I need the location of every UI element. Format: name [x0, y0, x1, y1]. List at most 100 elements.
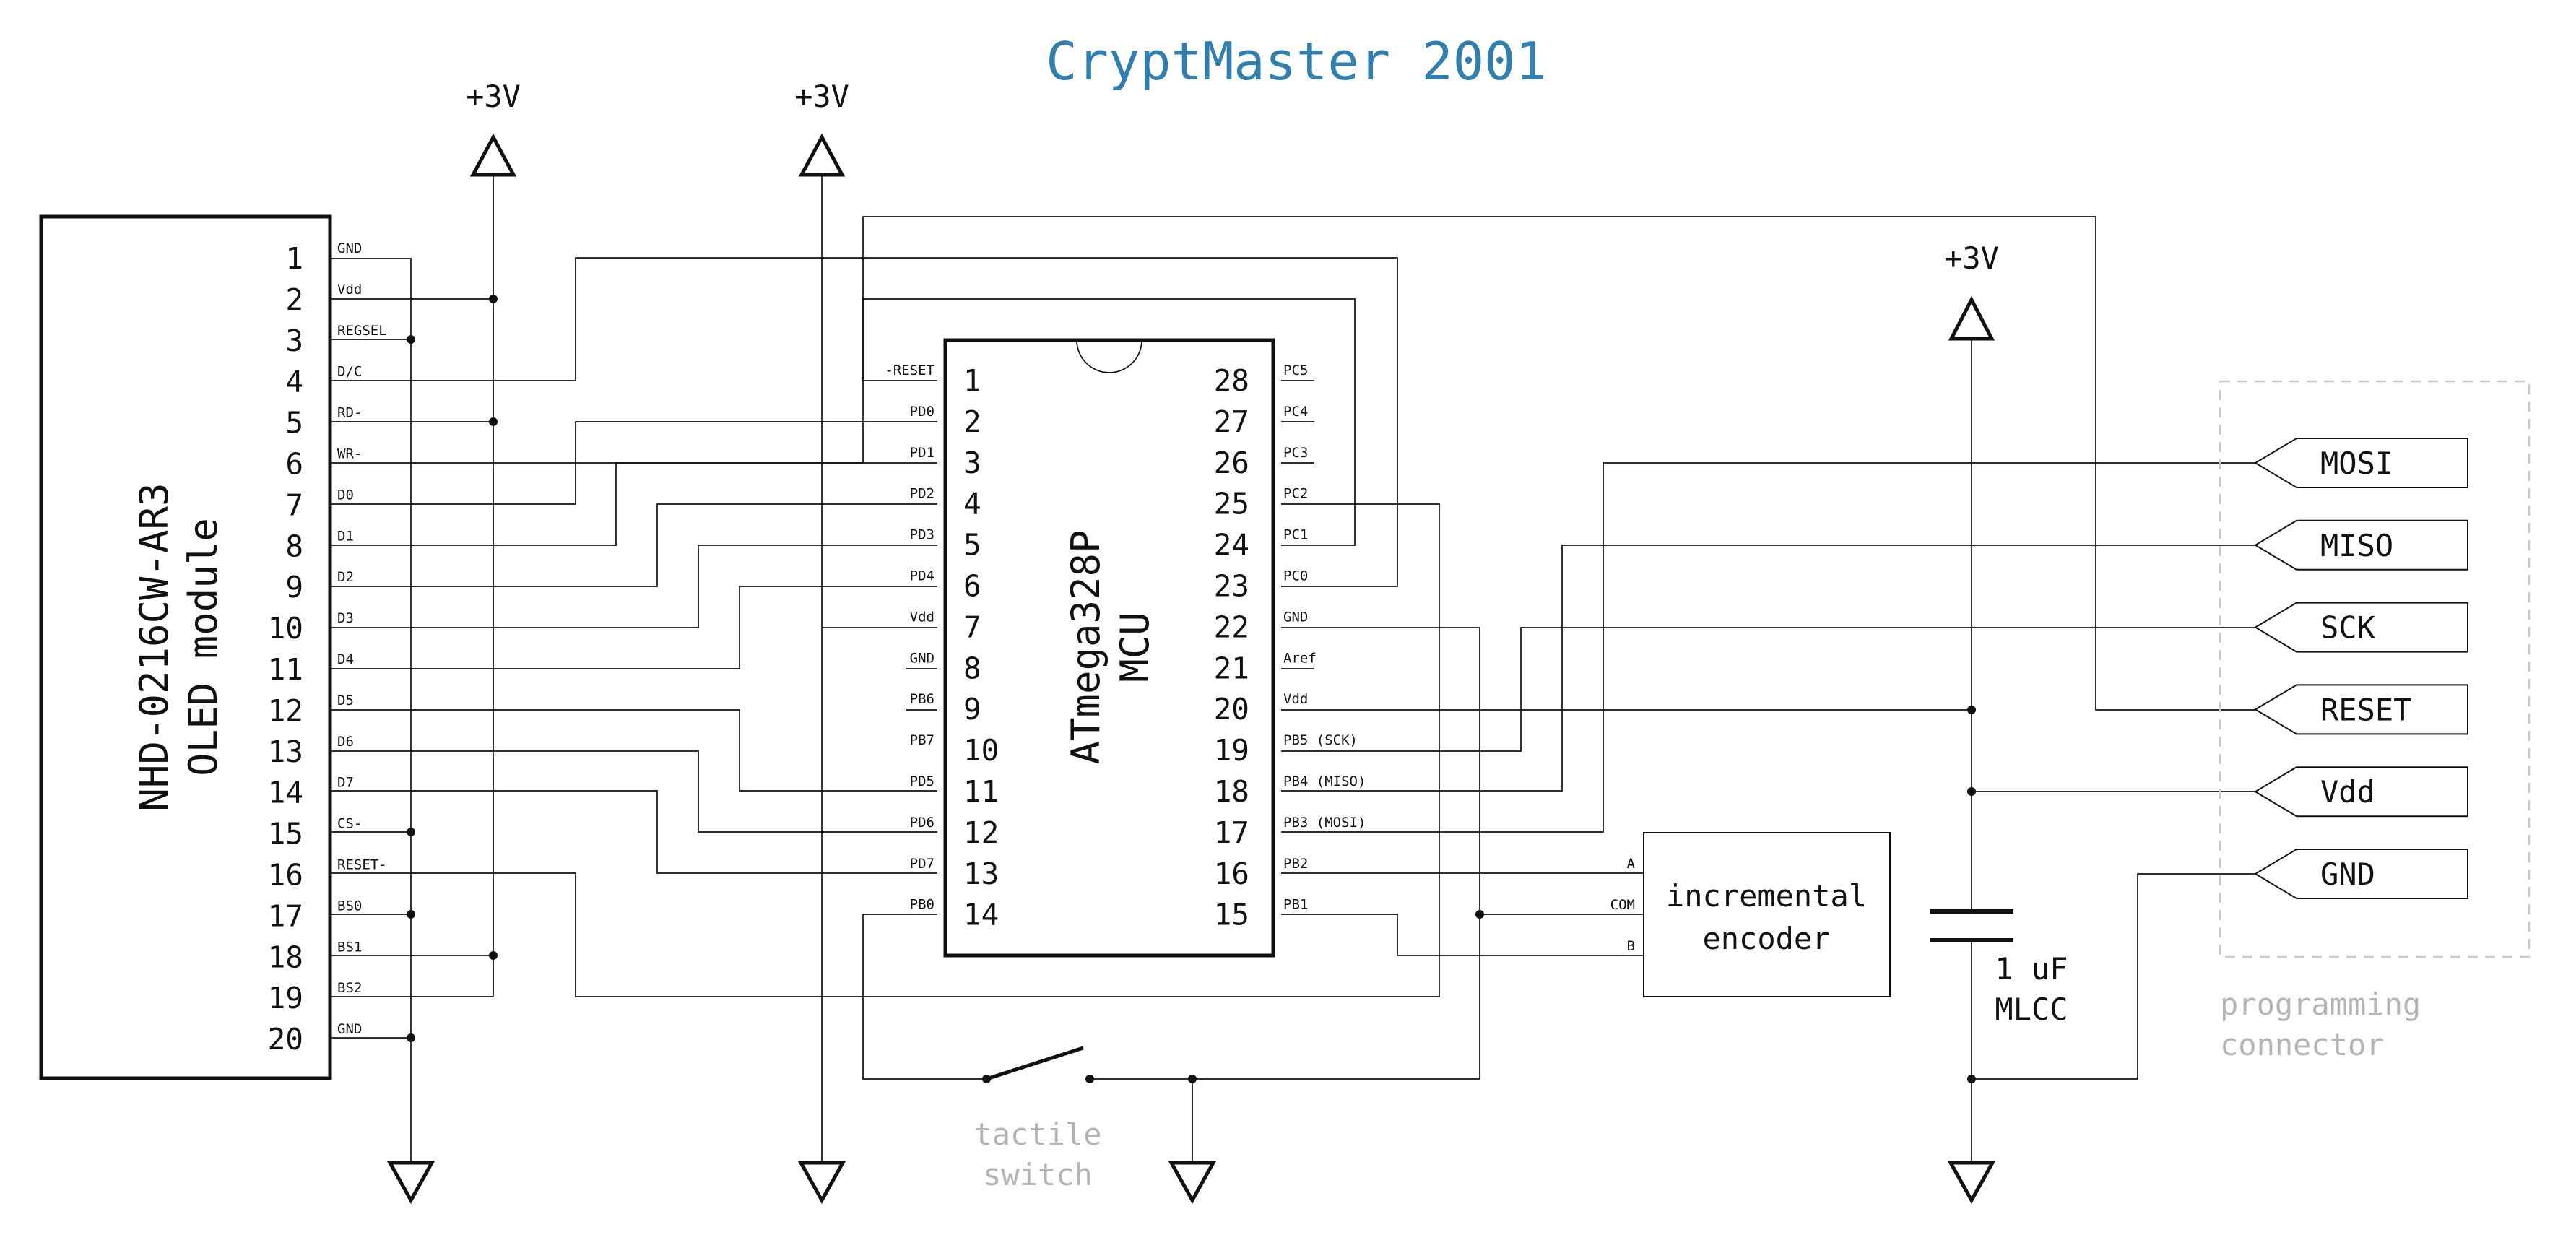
oled-pin-number: 3 — [285, 324, 303, 358]
mcu-pin-signal: PD0 — [910, 404, 934, 420]
mcu-pin-signal: PB2 — [1283, 856, 1308, 872]
capacitor: 1 uF MLCC — [1930, 909, 2068, 1027]
oled-pin-number: 15 — [268, 817, 303, 851]
oled-pin-number: 9 — [285, 570, 303, 604]
mcu-pin-signal: Vdd — [910, 609, 934, 625]
oled-pin-signal: D0 — [337, 487, 354, 503]
connector-pin-flag — [2254, 766, 2468, 818]
mcu-pin-number: 13 — [963, 857, 999, 891]
mcu-pin-number: 12 — [963, 815, 999, 850]
mcu-pin-signal: PB1 — [1283, 897, 1308, 913]
mcu-pin-number: 4 — [963, 487, 981, 521]
mcu-pin-number: 15 — [1214, 898, 1249, 932]
oled-pin-number: 16 — [268, 858, 303, 893]
mcu-pin-number: 10 — [963, 733, 999, 768]
connector-pin-label: Vdd — [2320, 774, 2375, 810]
oled-pin-signal: D6 — [337, 734, 354, 750]
mcu-pin-number: 2 — [963, 404, 981, 439]
oled-pin-number: 20 — [268, 1022, 303, 1057]
mcu-part-number: ATmega328P — [1063, 529, 1109, 764]
encoder-label-line1: incremental — [1666, 878, 1867, 914]
connector-label-line2: connector — [2220, 1027, 2385, 1062]
oled-pin-signal: D1 — [337, 528, 354, 544]
oled-pin-signal: BS2 — [337, 980, 362, 996]
mcu-pin-signal: PD6 — [910, 815, 934, 831]
capacitor-value: 1 uF — [1995, 951, 2068, 987]
connector-pin-label: RESET — [2320, 692, 2411, 727]
mcu-pin-number: 3 — [963, 446, 981, 480]
mcu-pin-number: 16 — [1214, 857, 1249, 891]
mcu-pin-signal: PC0 — [1283, 568, 1308, 584]
oled-pin-number: 7 — [285, 487, 303, 522]
mcu-pin-number: 6 — [963, 569, 981, 604]
mcu-pin-number: 20 — [1214, 692, 1249, 727]
mcu-pin-number: 24 — [1214, 528, 1249, 563]
mcu-ic: ATmega328P MCU 1-RESET2PD03PD14PD25PD36P… — [885, 338, 1366, 958]
mcu-pin-signal: -RESET — [885, 363, 934, 378]
mcu-pin-number: 26 — [1214, 446, 1249, 480]
connector-outline — [2219, 380, 2531, 958]
mcu-pin-signal: PD3 — [910, 527, 934, 543]
mcu-pin-number: 11 — [963, 774, 999, 809]
incremental-encoder: incremental encoder A COM B — [1610, 832, 1891, 997]
mcu-pin-number: 5 — [963, 528, 981, 563]
power-label: +3V — [794, 79, 849, 114]
oled-description: OLED module — [181, 518, 226, 776]
mcu-pin-signal: PB7 — [910, 732, 934, 748]
oled-pin-signal: D/C — [337, 364, 362, 380]
oled-pin-signal: D5 — [337, 693, 354, 708]
mcu-pin-number: 1 — [963, 363, 981, 398]
encoder-pin-com: COM — [1610, 897, 1635, 913]
mcu-pin-number: 18 — [1214, 774, 1249, 809]
connector-pin-label: GND — [2320, 857, 2375, 892]
encoder-pin-a: A — [1627, 856, 1636, 872]
mcu-pin-signal: PD1 — [910, 445, 934, 461]
ic-notch — [1076, 339, 1142, 373]
oled-pin-number: 14 — [268, 776, 303, 810]
connector-pin-flag — [2254, 602, 2468, 653]
connector-label-line1: programming — [2220, 987, 2421, 1022]
connector-pin-flag — [2254, 849, 2468, 899]
connector-pin-label: MISO — [2320, 528, 2393, 563]
mcu-pin-signal: PD2 — [910, 486, 934, 502]
oled-part-number: NHD-0216CW-AR3 — [131, 482, 177, 811]
mcu-pin-signal: PD4 — [910, 568, 934, 584]
power-symbol-cap-vdd: +3V — [1944, 240, 1999, 341]
mcu-pin-signal: PB6 — [910, 691, 934, 707]
mcu-pin-signal: PC4 — [1283, 404, 1308, 420]
oled-pin-number: 8 — [285, 529, 303, 563]
mcu-pin-number: 23 — [1214, 569, 1249, 604]
connector-pin-flag — [2254, 684, 2468, 735]
mcu-pin-list: 1-RESET2PD03PD14PD25PD36PD47Vdd8GND9PB61… — [885, 363, 1366, 932]
mcu-pin-signal: PD5 — [910, 773, 934, 789]
oled-pin-number: 6 — [285, 447, 303, 482]
power-symbol-oled-vdd: +3V — [466, 79, 521, 177]
ground-symbol-switch — [1168, 1161, 1217, 1205]
mcu-pin-signal: GND — [1283, 609, 1308, 625]
mcu-pin-number: 19 — [1214, 733, 1249, 768]
power-label: +3V — [1944, 240, 1999, 276]
oled-pin-signal: RD- — [337, 405, 362, 421]
oled-pin-number: 5 — [285, 406, 303, 441]
wires — [330, 175, 2255, 1163]
oled-pin-signal: D7 — [337, 775, 354, 791]
mcu-pin-number: 9 — [963, 692, 981, 727]
mcu-pin-number: 22 — [1214, 610, 1249, 644]
oled-pin-signal: WR- — [337, 446, 362, 462]
mcu-pin-signal: Vdd — [1283, 691, 1308, 707]
oled-pin-number: 17 — [268, 898, 303, 933]
mcu-pin-number: 14 — [963, 898, 999, 932]
oled-pin-number: 13 — [268, 734, 303, 769]
mcu-pin-signal: PB5 (SCK) — [1283, 732, 1358, 748]
encoder-label-line2: encoder — [1702, 921, 1830, 956]
ground-symbol-oled — [386, 1161, 435, 1205]
oled-pin-signal: D4 — [337, 651, 354, 667]
mcu-pin-signal: PC1 — [1283, 527, 1308, 543]
ground-symbol-mcu — [797, 1161, 846, 1205]
oled-pin-signal: GND — [337, 1021, 362, 1037]
